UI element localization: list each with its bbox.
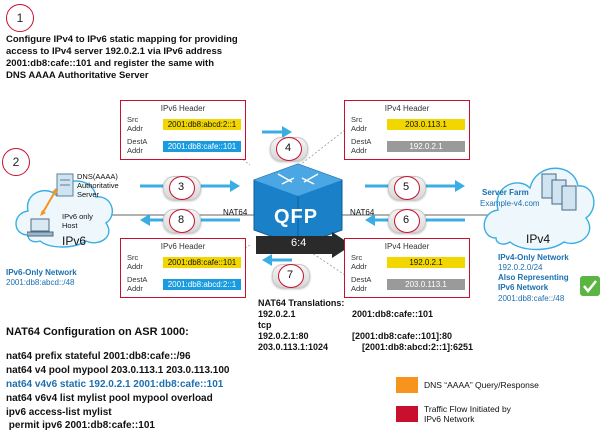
ipv6-cloud-label: IPv6 (62, 234, 87, 248)
server-farm-icon (541, 173, 577, 211)
ipv6-host-computer-icon (27, 218, 54, 237)
nat-ratio-arrow-icon (256, 232, 352, 258)
step-7-badge: 7 (272, 264, 310, 288)
header-title: IPv4 Header (384, 242, 430, 251)
step-6-badge: 6 (388, 209, 426, 233)
translation-row: 203.0.113.1:1024[2001:db8:abcd:2::1]:625… (258, 342, 474, 352)
translation-row: tcp (258, 320, 272, 330)
step-1-description: Configure IPv4 to IPv6 static mapping fo… (6, 34, 238, 81)
header-title: IPv6 Header (160, 242, 206, 251)
step-number: 6 (402, 214, 410, 226)
dst-addr-field: 2001:db8:cafe::101 (163, 141, 241, 152)
ipv6-host-label: IPv6 only Host (62, 212, 93, 230)
server-farm-domain: Example-v4.com (480, 199, 540, 208)
legend-swatch-dns (396, 377, 418, 393)
config-line: permit ipv6 2001:db8:cafe::101 (6, 420, 155, 431)
ipv4-network-prefix: 192.0.2.0/24 (498, 263, 543, 272)
step-7-arrow-icon (262, 254, 292, 266)
dns-server-icon (56, 173, 74, 197)
ipv4-cloud-label: IPv4 (526, 232, 551, 246)
config-line-highlight: nat64 v4v6 static 192.0.2.1 2001:db8:caf… (6, 379, 224, 390)
legend-label-dns: DNS “AAAA” Query/Response (424, 380, 539, 390)
step-4-arrow-icon (262, 126, 292, 138)
header-title: IPv4 Header (384, 104, 430, 113)
config-line: nat64 v6v4 list mylist pool mypool overl… (6, 393, 213, 404)
legend-swatch-traffic (396, 406, 418, 422)
ipv4-network-title: IPv4-Only Network (498, 253, 569, 262)
translations-title: NAT64 Translations: (258, 298, 345, 308)
src-addr-field: 2001:db8:cafe::101 (163, 257, 241, 268)
server-farm-title: Server Farm (482, 188, 529, 197)
step-number: 8 (177, 214, 185, 226)
checkmark-icon (580, 276, 600, 296)
nat64-left-label: NAT64 (223, 208, 248, 217)
config-title: NAT64 Configuration on ASR 1000: (6, 326, 189, 338)
step-1-badge: 1 (6, 4, 34, 32)
step-5-badge: 5 (388, 176, 426, 200)
src-addr-field: 203.0.113.1 (387, 119, 465, 130)
ipv4-also-prefix: 2001:db8:cafe::/48 (498, 294, 565, 303)
src-addr-field: 2001:db8:abcd:2::1 (163, 119, 241, 130)
dns-server-label: DNS(AAAA) Authoritative Server (77, 172, 119, 199)
step-2-badge: 2 (2, 148, 30, 176)
step-number: 3 (177, 181, 185, 193)
step-3-badge: 3 (163, 176, 201, 200)
nat-ratio-label: 6:4 (291, 237, 307, 249)
nat64-right-label: NAT64 (350, 208, 375, 217)
ipv6-network-title: IPv6-Only Network (6, 268, 77, 277)
legend-label-traffic: Traffic Flow Initiated by IPv6 Network (424, 404, 511, 424)
config-line: nat64 v4 pool mypool 203.0.113.1 203.0.1… (6, 365, 230, 376)
dns-query-arrow-icon (40, 188, 58, 216)
ipv6-network-prefix: 2001:db8:abcd::/48 (6, 278, 75, 287)
step-8-badge: 8 (163, 209, 201, 233)
step-number: 7 (286, 269, 294, 281)
src-addr-field: 192.0.2.1 (387, 257, 465, 268)
config-line: ipv6 access-list mylist (6, 407, 112, 418)
translation-row: 192.0.2.1:80[2001:db8:cafe::101]:80 (258, 331, 453, 341)
step-number: 4 (284, 142, 292, 154)
config-line: nat64 prefix stateful 2001:db8:cafe::/96 (6, 351, 191, 362)
dst-addr-field: 192.0.2.1 (387, 141, 465, 152)
dst-addr-field: 203.0.113.1 (387, 279, 465, 290)
header-title: IPv6 Header (160, 104, 206, 113)
qfp-router-icon (253, 163, 343, 247)
router-label: QFP (274, 206, 319, 228)
step-4-badge: 4 (270, 137, 308, 161)
dst-addr-field: 2001:db8:abcd:2::1 (163, 279, 241, 290)
step-number: 5 (402, 181, 410, 193)
ipv4-also-representing: Also Representing IPv6 Network (498, 273, 569, 292)
